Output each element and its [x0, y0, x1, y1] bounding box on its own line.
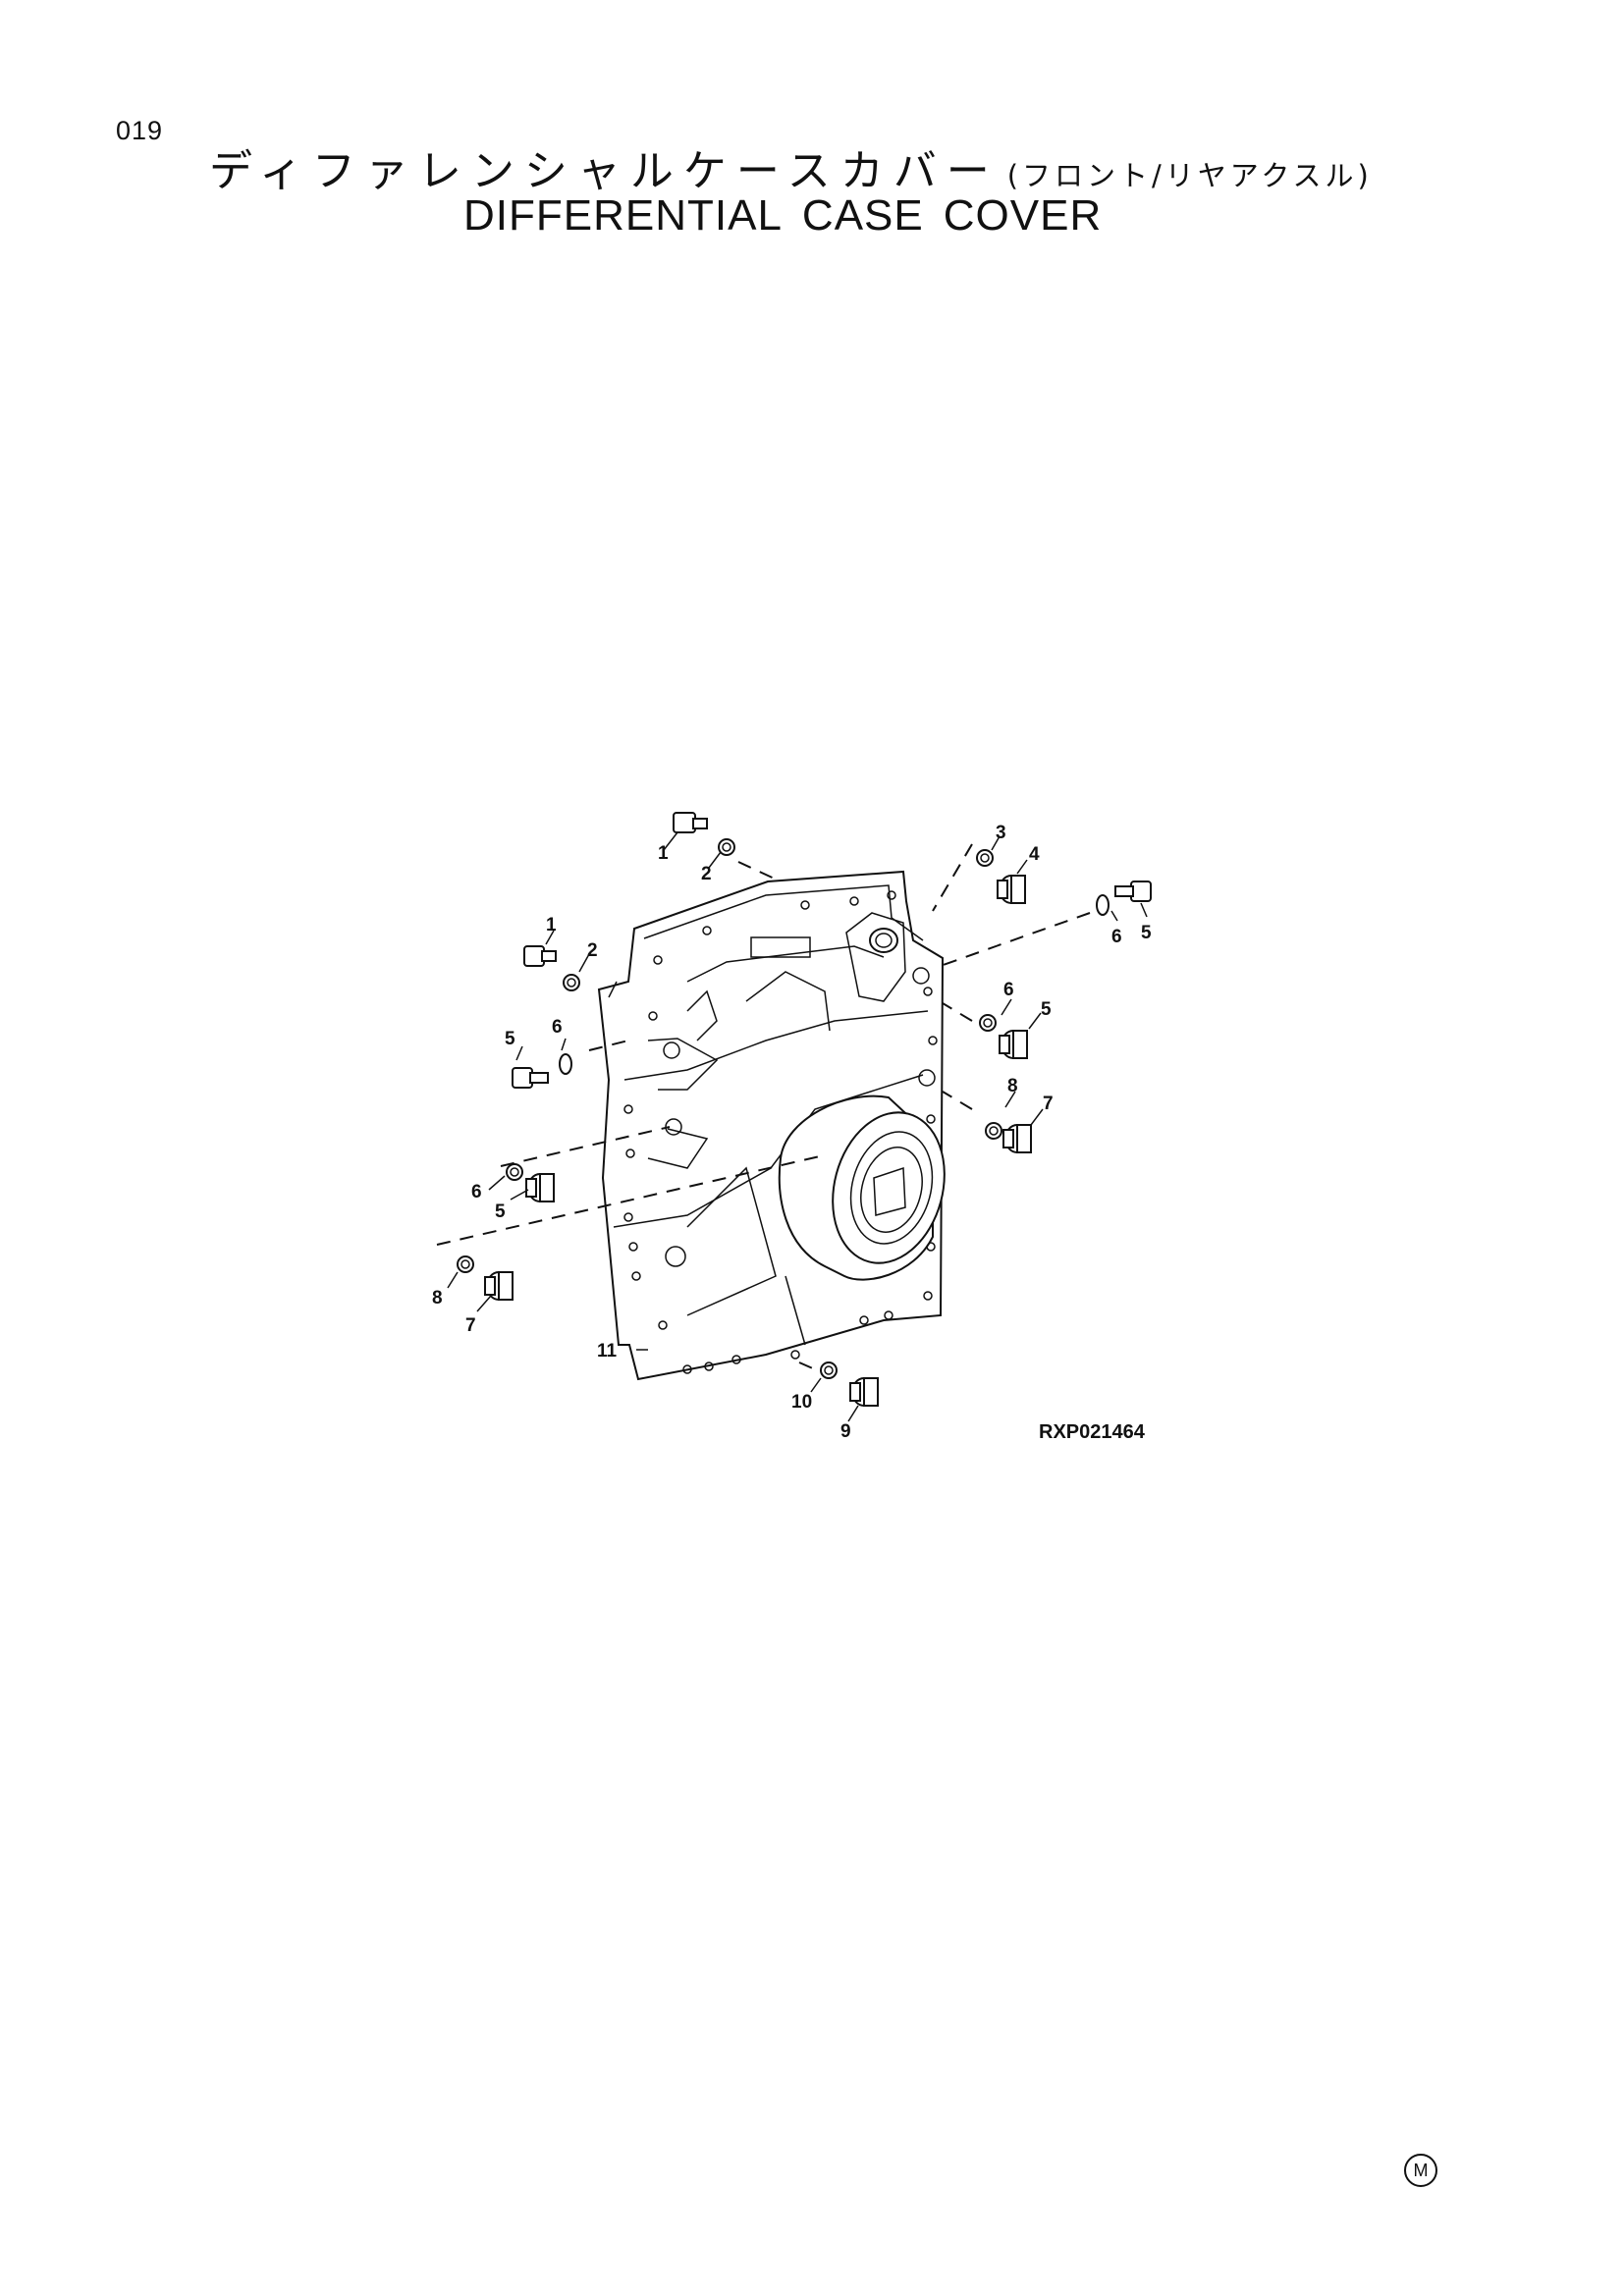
cover-plate — [597, 870, 945, 1381]
title-word-3: COVER — [943, 191, 1103, 240]
fasteners — [457, 812, 1152, 1407]
m-mark: M — [1404, 2154, 1437, 2187]
title-japanese-main: ディファレンシャルケースカバー — [209, 146, 1000, 196]
callout-3: 3 — [996, 823, 1006, 843]
callout-9: 9 — [840, 1421, 851, 1442]
callout-6c: 6 — [552, 1017, 563, 1038]
callout-5d: 5 — [495, 1201, 506, 1222]
callout-6d: 6 — [471, 1182, 482, 1202]
callout-7a: 7 — [1043, 1094, 1054, 1114]
plate-holes — [623, 890, 938, 1374]
callout-8a: 8 — [1007, 1076, 1018, 1096]
callout-7b: 7 — [465, 1315, 476, 1336]
assembly-lines — [436, 843, 1091, 1370]
callout-2b: 2 — [587, 940, 598, 961]
callout-1a: 1 — [658, 843, 669, 864]
plug-7-lower — [484, 1271, 514, 1301]
plug-5-lower — [525, 1173, 555, 1202]
title-word-2: CASE — [801, 191, 924, 240]
figure-id: RXP021464 — [1039, 1421, 1145, 1443]
callout-labels: 1 2 1 2 3 4 6 5 6 5 5 6 8 7 6 5 8 7 11 1… — [432, 823, 1152, 1442]
callout-5b: 5 — [1041, 999, 1052, 1020]
callout-2a: 2 — [701, 864, 712, 884]
callout-5a: 5 — [1141, 923, 1152, 943]
bolt-5-right — [1114, 881, 1152, 902]
bolt-1-left — [523, 945, 557, 967]
title-english: DIFFERENTIAL CASE COVER — [463, 191, 1121, 240]
plug-7-right — [1002, 1124, 1032, 1153]
callout-11: 11 — [597, 1341, 618, 1362]
plug-4 — [997, 875, 1026, 904]
title-japanese: ディファレンシャルケースカバー(フロント/リヤアクスル) — [209, 135, 1373, 198]
leader-lines — [447, 831, 1148, 1422]
page-number: 019 — [116, 116, 164, 145]
callout-8b: 8 — [432, 1288, 443, 1308]
callout-1b: 1 — [546, 915, 557, 935]
bolt-5-left — [512, 1067, 549, 1089]
callout-10: 10 — [791, 1392, 812, 1413]
title-word-1: DIFFERENTIAL — [463, 191, 783, 240]
bolt-1-top — [673, 812, 708, 833]
callout-6a: 6 — [1111, 927, 1122, 947]
output-housing — [778, 1095, 946, 1281]
callout-6b: 6 — [1003, 980, 1014, 1000]
callout-5c: 5 — [505, 1029, 515, 1049]
upper-boss — [686, 912, 906, 1041]
callout-4: 4 — [1029, 844, 1040, 865]
plug-9 — [849, 1377, 879, 1407]
title-japanese-sub: (フロント/リヤアクスル) — [1006, 159, 1373, 192]
plug-5-mid — [999, 1030, 1028, 1059]
